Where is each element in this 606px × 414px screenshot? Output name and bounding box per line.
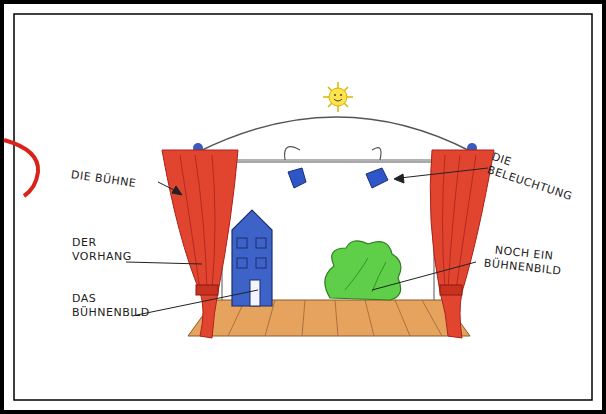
red-arc bbox=[4, 140, 38, 196]
curtain-left bbox=[162, 150, 238, 338]
part-label: DIE BÜHNE bbox=[70, 168, 171, 196]
curtain-rod bbox=[198, 117, 472, 152]
part-label: DER VORHANG bbox=[72, 236, 134, 264]
spotlight bbox=[285, 147, 306, 188]
leader-lines bbox=[126, 168, 488, 316]
part-label: DAS BÜHNENBILD bbox=[72, 292, 134, 320]
sun bbox=[323, 82, 353, 112]
curtain-right bbox=[430, 150, 494, 338]
lamp-bar bbox=[200, 160, 470, 161]
part-label: DIE BELEUCHTUNG bbox=[485, 150, 560, 198]
bush-set-piece bbox=[325, 241, 401, 300]
part-label: NOCH EIN BÜHNENBILD bbox=[477, 242, 569, 279]
inner-frame bbox=[14, 14, 592, 400]
stage-floor bbox=[188, 300, 470, 336]
spotlight bbox=[366, 148, 388, 188]
